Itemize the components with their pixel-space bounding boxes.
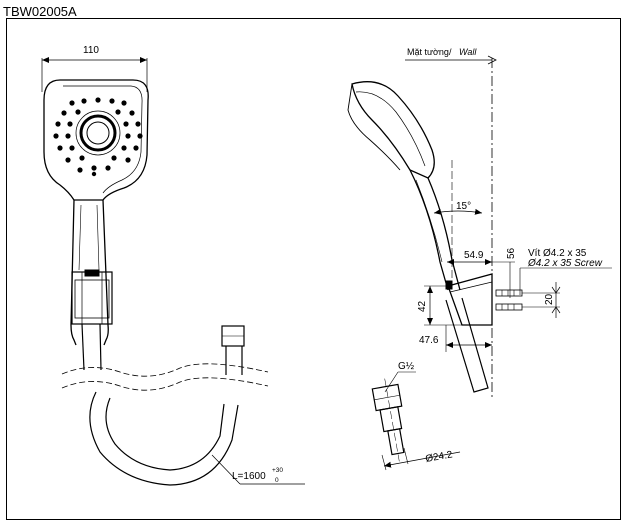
screw-label-vn: Vít Ø4.2 x 35 <box>528 248 587 259</box>
dim-hose-diameter: Ø24.2 <box>425 449 454 465</box>
wall-label-en: Wall <box>459 47 477 57</box>
dim-screw-spacing: 20 <box>544 293 555 305</box>
holder-bracket-front <box>71 269 113 325</box>
dim-offset-47: 47.6 <box>419 335 439 346</box>
front-view <box>41 57 149 346</box>
wall-label-vn: Mặt tường/ <box>407 47 452 57</box>
shower-hose <box>61 323 305 486</box>
dim-holder-height: 42 <box>417 300 428 312</box>
dim-offset-56: 56 <box>506 247 517 259</box>
dim-offset-54: 54.9 <box>464 250 484 261</box>
dim-hose-length: L=1600 <box>232 471 266 482</box>
dim-head-width: 110 <box>83 45 99 56</box>
hose-fitting-detail <box>371 371 461 471</box>
dim-tolerance-lower: 0 <box>275 477 279 484</box>
dim-angle: 15° <box>456 201 471 212</box>
drawing-frame <box>6 18 621 520</box>
dim-tolerance-upper: +30 <box>272 467 283 474</box>
model-code: TBW02005A <box>3 4 77 19</box>
dim-thread: G½ <box>398 361 415 372</box>
side-view <box>347 55 612 400</box>
screw-label-en: Ø4.2 x 35 Screw <box>527 258 603 269</box>
nozzle-dots <box>53 97 143 177</box>
